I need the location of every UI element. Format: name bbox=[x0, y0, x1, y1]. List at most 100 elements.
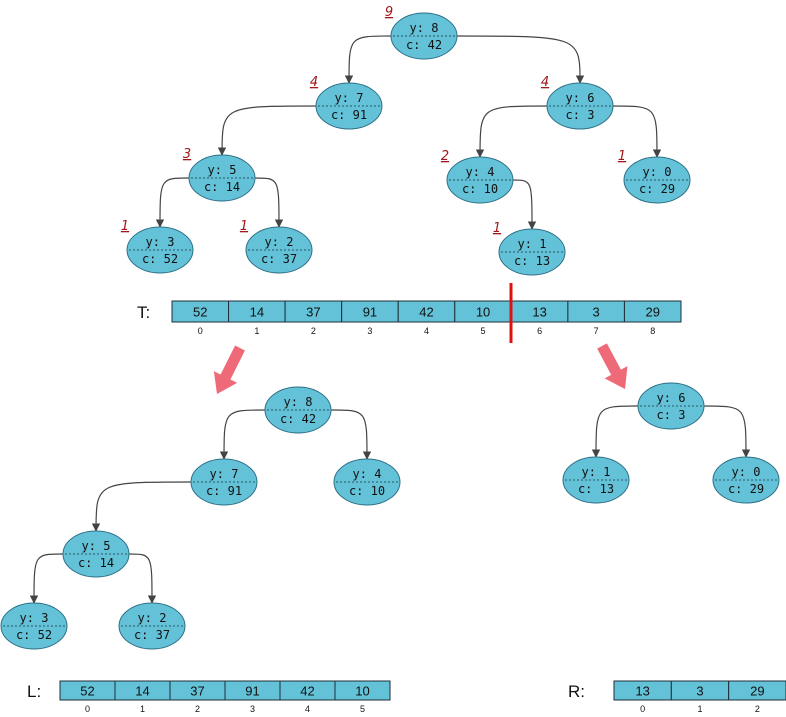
array-cell-value: 29 bbox=[750, 684, 764, 699]
split-decorations bbox=[213, 283, 628, 394]
array-cell bbox=[728, 680, 786, 701]
tree-node: y: 7 c: 91 bbox=[190, 458, 258, 506]
node-key-label: y: 3 bbox=[146, 235, 175, 249]
array-index-label: 1 bbox=[140, 704, 145, 714]
array-index-label: 8 bbox=[650, 326, 655, 336]
array-index-label: 7 bbox=[594, 326, 599, 336]
tree-node: y: 4c: 10 bbox=[333, 458, 401, 506]
node-ellipse bbox=[190, 458, 258, 506]
array-cell-value: 3 bbox=[696, 684, 703, 699]
subtree-size-label: 1 bbox=[493, 221, 501, 236]
array-index-label: 5 bbox=[360, 704, 365, 714]
array-cell bbox=[623, 300, 682, 323]
node-value-label: c: 91 bbox=[206, 484, 242, 498]
subtree-size-label: 1 bbox=[618, 149, 626, 164]
node-ellipse bbox=[446, 156, 514, 204]
tree-node: y: 7 c: 91 4 bbox=[310, 75, 383, 130]
node-value-label: c: 29 bbox=[728, 482, 764, 496]
array-index-label: 3 bbox=[367, 326, 372, 336]
subtree-size-label: 4 bbox=[310, 75, 318, 90]
array-cell-value: 14 bbox=[135, 684, 149, 699]
tree-edge bbox=[330, 409, 372, 460]
tree-edge bbox=[155, 177, 190, 228]
node-value-label: c: 91 bbox=[331, 108, 367, 122]
tree-edges bbox=[29, 35, 751, 604]
tree-edge bbox=[512, 179, 537, 230]
node-value-label: c: 37 bbox=[261, 252, 297, 266]
array-cell-value: 37 bbox=[190, 684, 204, 699]
node-value-label: c: 14 bbox=[204, 180, 240, 194]
node-key-label: y: 5 bbox=[82, 539, 111, 553]
array-cell-value: 13 bbox=[635, 684, 649, 699]
node-value-label: c: 52 bbox=[16, 628, 52, 642]
node-value-label: c: 52 bbox=[142, 252, 178, 266]
arrays: T:52014137291342410513637298L:5201413729… bbox=[27, 300, 786, 714]
tree-node: y: 8c: 429 bbox=[385, 5, 458, 60]
tree-edge bbox=[612, 105, 662, 158]
node-ellipse bbox=[390, 12, 458, 60]
node-value-label: c: 37 bbox=[134, 628, 170, 642]
tree-edge bbox=[703, 405, 751, 458]
node-ellipse bbox=[637, 382, 705, 430]
node-key-label: y: 2 bbox=[138, 611, 167, 625]
node-value-label: c: 42 bbox=[280, 412, 316, 426]
array-cell-value: 91 bbox=[245, 684, 259, 699]
subtree-size-label: 1 bbox=[121, 219, 129, 234]
tree-node: y: 3 c: 52 1 bbox=[121, 219, 194, 274]
node-key-label: y: 5 bbox=[208, 163, 237, 177]
node-key-label: y: 7 bbox=[210, 467, 239, 481]
node-ellipse bbox=[315, 82, 383, 130]
array-name-label: L: bbox=[27, 682, 41, 701]
array-cell-value: 10 bbox=[476, 305, 490, 320]
node-key-label: y: 0 bbox=[732, 465, 761, 479]
tree-node: y: 5c: 14 bbox=[62, 530, 130, 578]
node-ellipse bbox=[712, 456, 780, 504]
array-name-label: T: bbox=[137, 303, 150, 322]
array-index-label: 6 bbox=[537, 326, 542, 336]
node-value-label: c: 42 bbox=[406, 38, 442, 52]
node-key-label: y: 7 bbox=[335, 91, 364, 105]
array-cell-value: 37 bbox=[306, 305, 320, 320]
tree-node: y: 6c: 34 bbox=[541, 75, 614, 130]
array-index-label: 4 bbox=[305, 704, 310, 714]
node-key-label: y: 6 bbox=[657, 391, 686, 405]
node-key-label: y: 3 bbox=[20, 611, 49, 625]
array-index-label: 0 bbox=[640, 704, 645, 714]
tree-node: y: 4c: 102 bbox=[441, 149, 514, 204]
node-key-label: y: 8 bbox=[284, 395, 313, 409]
tree-node: y: 5 c: 14 3 bbox=[183, 147, 256, 202]
tree-edge bbox=[591, 405, 639, 458]
array-cell-value: 42 bbox=[419, 305, 433, 320]
tree-node: y: 1c: 13 bbox=[562, 456, 630, 504]
tree-edge bbox=[219, 409, 266, 460]
tree-edge bbox=[29, 553, 64, 604]
tree-node: y: 2c: 371 bbox=[240, 219, 313, 274]
node-ellipse bbox=[245, 226, 313, 274]
tree-node: y: 0 c: 29 bbox=[712, 456, 780, 504]
tree-edge bbox=[91, 481, 192, 532]
tree-edge bbox=[217, 105, 317, 156]
array-index-label: 0 bbox=[85, 704, 90, 714]
array-index-label: 2 bbox=[311, 326, 316, 336]
node-key-label: y: 1 bbox=[582, 465, 611, 479]
node-value-label: c: 3 bbox=[566, 108, 595, 122]
tree-node: y: 0c: 291 bbox=[618, 149, 691, 204]
node-key-label: y: 1 bbox=[518, 237, 547, 251]
array-cell-value: 3 bbox=[593, 305, 600, 320]
array-index-label: 0 bbox=[198, 326, 203, 336]
node-ellipse bbox=[126, 226, 194, 274]
subtree-size-label: 3 bbox=[183, 147, 191, 162]
node-ellipse bbox=[546, 82, 614, 130]
node-ellipse bbox=[62, 530, 130, 578]
node-ellipse bbox=[0, 602, 68, 650]
tree-edge bbox=[344, 35, 392, 84]
array-cell-value: 29 bbox=[645, 305, 659, 320]
array-cell-value: 52 bbox=[80, 684, 94, 699]
tree-edge bbox=[128, 553, 157, 604]
split-arrow-left bbox=[213, 345, 245, 394]
tree-node: y: 8 c: 42 bbox=[264, 386, 332, 434]
node-ellipse bbox=[118, 602, 186, 650]
subtree-size-label: 4 bbox=[541, 75, 549, 90]
